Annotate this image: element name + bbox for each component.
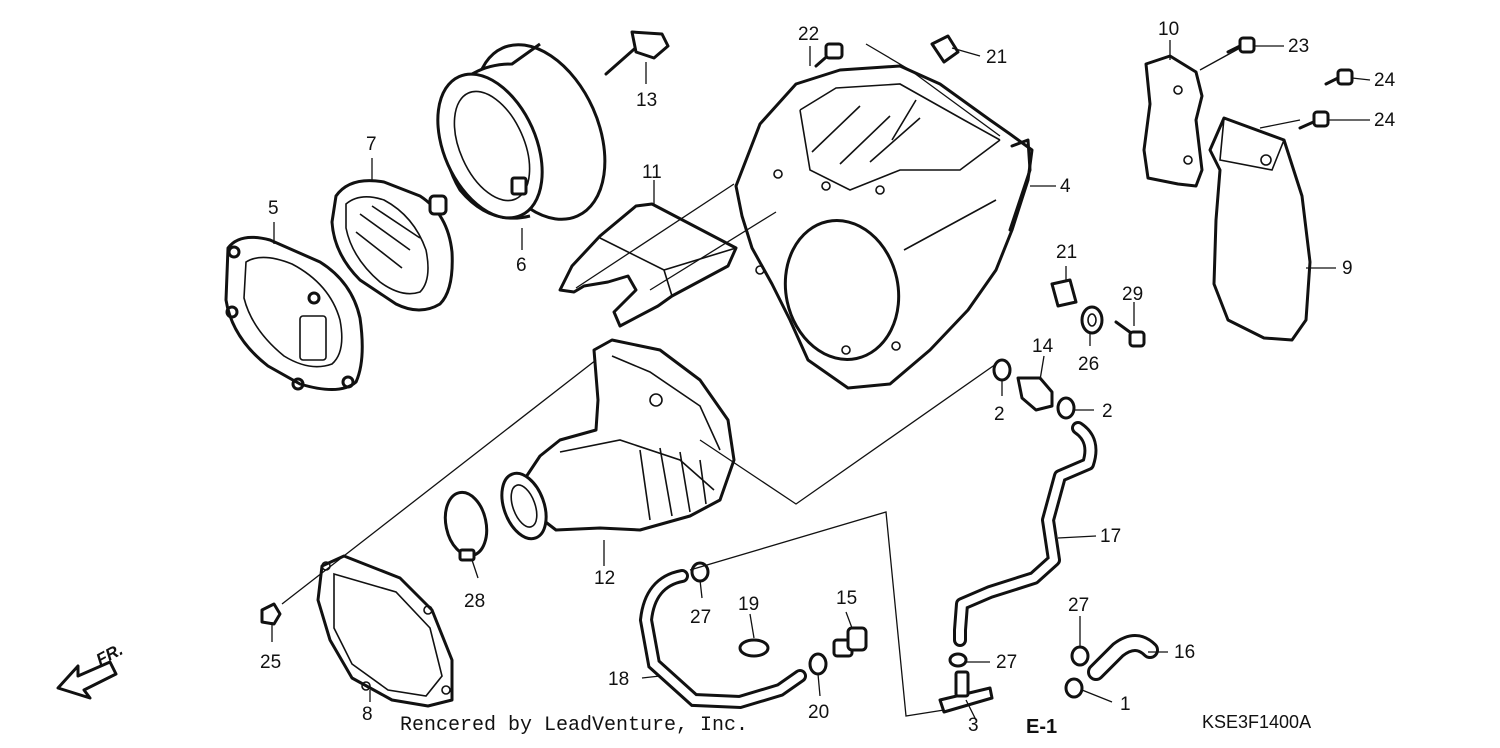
callout-numbers: 1 2 2 3 4 5 6 7 8 9 10 11 12 13 14 15 16… (260, 19, 1396, 736)
callout-24-lower: 24 (1374, 110, 1396, 131)
footer-credit: Rencered by LeadVenture, Inc. (400, 714, 748, 737)
callout-22: 22 (798, 24, 819, 45)
callout-5: 5 (268, 198, 279, 219)
gasket-part-8 (316, 554, 454, 708)
callout-25: 25 (260, 652, 281, 673)
bracket-part-11 (558, 202, 738, 328)
callout-16: 16 (1174, 642, 1195, 663)
plug-part-15 (832, 626, 868, 658)
callout-13: 13 (636, 90, 657, 111)
tube-part-16 (1087, 634, 1159, 681)
callout-28: 28 (464, 591, 485, 612)
callout-1: 1 (1120, 694, 1131, 715)
clip-part-1 (1064, 677, 1084, 699)
side-cover-part-9 (1208, 116, 1312, 342)
callout-2-left: 2 (994, 404, 1005, 425)
callout-15: 15 (836, 588, 857, 609)
callout-23: 23 (1288, 36, 1309, 57)
callout-7: 7 (366, 134, 377, 155)
element-holder-part-7 (330, 179, 454, 312)
callout-8: 8 (362, 704, 373, 725)
callout-3: 3 (968, 715, 979, 736)
callout-29: 29 (1122, 284, 1143, 305)
screw-part-24-lower (1298, 110, 1330, 130)
callout-4: 4 (1060, 176, 1071, 197)
intake-boot-part-12 (500, 338, 736, 541)
clamp-part-20 (808, 652, 828, 676)
leader-lines (271, 40, 1371, 721)
callout-27-upper-right: 27 (1068, 595, 1089, 616)
callout-2-right: 2 (1102, 401, 1113, 422)
wing-bolt-part-13 (604, 30, 670, 76)
washer-part-26 (1080, 305, 1104, 335)
section-reference: E-1 (1026, 716, 1057, 738)
screw-part-24-upper (1324, 68, 1354, 86)
callout-11: 11 (642, 162, 662, 183)
hose-band-part-28 (443, 490, 489, 562)
three-way-joint-part-3 (938, 670, 994, 714)
clip-part-27-c (948, 652, 968, 668)
callout-27-left: 27 (690, 607, 711, 628)
callout-24-upper: 24 (1374, 70, 1396, 91)
callout-17: 17 (1100, 526, 1121, 547)
clip-part-2-right (1056, 396, 1076, 420)
front-marker-label: FR. (93, 640, 126, 670)
clip-part-2-left (992, 358, 1012, 382)
callout-6: 6 (516, 255, 527, 276)
callout-21-upper: 21 (986, 47, 1007, 68)
callout-9: 9 (1342, 258, 1353, 279)
callout-20: 20 (808, 702, 829, 723)
callout-12: 12 (594, 568, 615, 589)
nut-part-25 (260, 602, 282, 626)
callout-10: 10 (1158, 19, 1179, 40)
clip-part-19 (738, 638, 770, 658)
air-cleaner-case-part-4 (734, 64, 1034, 390)
callout-27-lower: 27 (996, 652, 1017, 673)
bolt-part-22 (814, 42, 844, 68)
air-filter-part-6 (436, 42, 607, 221)
callout-26: 26 (1078, 354, 1099, 375)
screw-part-23 (1226, 36, 1256, 54)
clip-part-27-b (1070, 645, 1090, 667)
callout-21-lower: 21 (1056, 242, 1077, 263)
callout-14: 14 (1032, 336, 1054, 357)
drain-tube-part-17 (953, 421, 1098, 647)
callout-18: 18 (608, 669, 629, 690)
clip-part-21-lower (1050, 278, 1078, 308)
breather-tube-part-18 (638, 569, 807, 710)
bolt-part-29 (1114, 320, 1146, 348)
diagram-code: KSE3F1400A (1202, 712, 1311, 732)
callout-19: 19 (738, 594, 759, 615)
plate-part-10 (1142, 54, 1204, 188)
front-direction-arrow: FR. (56, 640, 126, 700)
joint-part-14 (1016, 376, 1054, 412)
clip-part-21-upper (930, 34, 960, 64)
air-cleaner-plate-part-5 (224, 235, 364, 391)
